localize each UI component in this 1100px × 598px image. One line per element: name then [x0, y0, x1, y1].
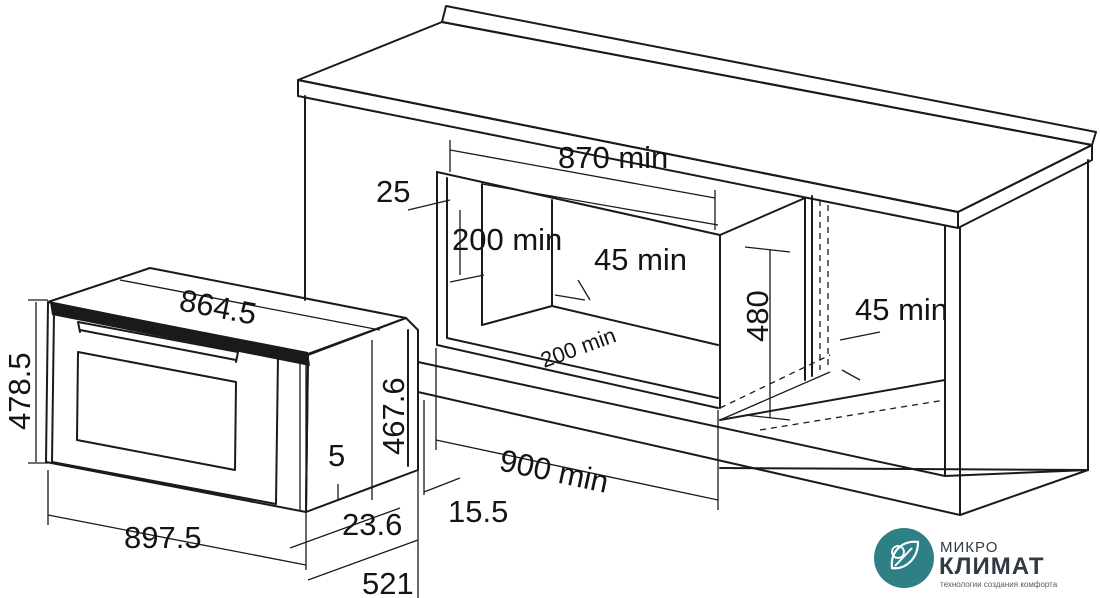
dimension-labels: 478.5 864.5 467.6 5 897.5 23.6 521 15.5 … [2, 140, 948, 598]
label-floor-depth: 200 min [537, 322, 619, 372]
logo-top-word: МИКРО [940, 539, 998, 556]
label-niche-width-bottom: 900 min [497, 443, 612, 500]
label-oven-width: 897.5 [124, 520, 202, 555]
label-rear-clearance: 200 min [452, 222, 562, 257]
label-niche-height: 480 [740, 290, 775, 342]
logo-tagline: технологии создания комфорта [940, 580, 1058, 589]
label-front-frame: 25 [376, 174, 410, 209]
label-side-cutout: 45 min [855, 292, 948, 327]
label-door-thickness: 23.6 [342, 507, 402, 542]
oven-drawing [45, 267, 419, 513]
logo-main-word: КЛИМАТ [939, 553, 1045, 580]
logo-leaf-icon [874, 528, 934, 588]
cabinet-drawing [297, 5, 1097, 516]
label-floor-cutout: 45 min [594, 242, 687, 277]
label-niche-width-top: 870 min [558, 140, 668, 175]
label-oven-depth-top: 864.5 [177, 283, 260, 332]
label-panel-gap: 5 [328, 438, 345, 473]
label-side-offset: 15.5 [448, 494, 508, 529]
brand-logo: МИКРО КЛИМАТ технологии создания комфорт… [874, 528, 1058, 589]
label-oven-height-right: 467.6 [376, 377, 411, 455]
label-oven-height-left: 478.5 [2, 352, 37, 430]
label-oven-depth: 521 [362, 566, 414, 598]
dimension-lines [28, 140, 881, 598]
